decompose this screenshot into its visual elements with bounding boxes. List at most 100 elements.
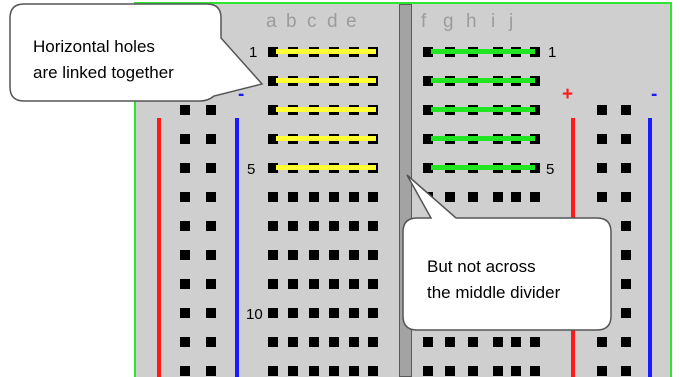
hole-left-r12-c6	[368, 366, 378, 376]
linked-strip-left-row-2	[276, 78, 376, 83]
column-letter-e: e	[346, 11, 357, 32]
hole-right-r2-c6	[530, 76, 540, 86]
hole-left-r7-c3	[309, 221, 319, 231]
hole-right-r6-c4	[493, 192, 503, 202]
callout-top-line1: Horizontal holes	[33, 37, 155, 56]
hole-right-r4-c1	[423, 134, 433, 144]
rail-hole-right-b10	[621, 366, 631, 376]
hole-right-r1-c6	[530, 47, 540, 57]
hole-left-r5-c1	[268, 163, 278, 173]
hole-left-r11-c2	[288, 337, 298, 347]
rail-hole-left-a7	[180, 279, 190, 289]
hole-left-r7-c1	[268, 221, 278, 231]
hole-right-r12-c2	[445, 366, 455, 376]
hole-left-r12-c5	[349, 366, 359, 376]
hole-right-r3-c6	[530, 105, 540, 115]
hole-left-r11-c4	[329, 337, 339, 347]
rail-hole-left-b10	[206, 366, 216, 376]
hole-left-r10-c1	[268, 308, 278, 318]
hole-right-r6-c5	[511, 192, 521, 202]
rail-hole-left-a10	[180, 366, 190, 376]
hole-right-r3-c1	[423, 105, 433, 115]
hole-left-r8-c3	[309, 250, 319, 260]
hole-left-r6-c5	[349, 192, 359, 202]
rail-hole-right-b8	[621, 308, 631, 318]
left-negative-rail-line	[235, 118, 239, 377]
row-number-1-right: 1	[548, 44, 557, 61]
rail-hole-left-b2	[206, 134, 216, 144]
hole-left-r12-c4	[329, 366, 339, 376]
hole-right-r11-c1	[423, 337, 433, 347]
hole-left-r9-c4	[329, 279, 339, 289]
hole-left-r9-c2	[288, 279, 298, 289]
hole-left-r12-c1	[268, 366, 278, 376]
hole-left-r6-c4	[329, 192, 339, 202]
hole-left-r10-c4	[329, 308, 339, 318]
right-negative-rail-sign: -	[651, 84, 658, 105]
hole-left-r9-c6	[368, 279, 378, 289]
hole-left-r10-c5	[349, 308, 359, 318]
hole-left-r9-c5	[349, 279, 359, 289]
hole-left-r9-c3	[309, 279, 319, 289]
rail-hole-left-b6	[206, 250, 216, 260]
hole-left-r7-c5	[349, 221, 359, 231]
rail-hole-right-b4	[621, 192, 631, 202]
rail-hole-left-a6	[180, 250, 190, 260]
hole-left-r3-c1	[268, 105, 278, 115]
hole-left-r12-c2	[288, 366, 298, 376]
row-number-5-left: 5	[247, 161, 256, 178]
rail-hole-left-a1	[180, 105, 190, 115]
linked-strip-right-row-4	[431, 136, 535, 141]
rail-hole-left-a8	[180, 308, 190, 318]
hole-left-r6-c6	[368, 192, 378, 202]
linked-strip-left-row-5	[276, 165, 376, 170]
hole-left-r11-c3	[309, 337, 319, 347]
callout-bottom-bubble	[402, 174, 612, 331]
rail-hole-left-a5	[180, 221, 190, 231]
hole-right-r2-c1	[423, 76, 433, 86]
rail-hole-right-b7	[621, 279, 631, 289]
rail-hole-right-b2	[621, 134, 631, 144]
rail-hole-right-b9	[621, 337, 631, 347]
hole-left-r7-c6	[368, 221, 378, 231]
hole-left-r8-c2	[288, 250, 298, 260]
row-number-1-left: 1	[249, 44, 258, 61]
hole-right-r6-c2	[445, 192, 455, 202]
callout-bottom-line2: the middle divider	[427, 283, 561, 302]
rail-hole-right-a4	[597, 192, 607, 202]
hole-right-r4-c6	[530, 134, 540, 144]
hole-left-r9-c1	[268, 279, 278, 289]
hole-right-r11-c3	[468, 337, 478, 347]
hole-left-r11-c5	[349, 337, 359, 347]
linked-strip-right-row-2	[431, 78, 535, 83]
hole-left-r8-c5	[349, 250, 359, 260]
rail-hole-right-a3	[597, 163, 607, 173]
hole-left-r10-c6	[368, 308, 378, 318]
hole-right-r12-c5	[511, 366, 521, 376]
hole-left-r4-c1	[268, 134, 278, 144]
rail-hole-left-a4	[180, 192, 190, 202]
column-letter-g: g	[443, 11, 454, 32]
hole-right-r11-c6	[530, 337, 540, 347]
linked-strip-right-row-5	[431, 165, 535, 170]
hole-left-r6-c2	[288, 192, 298, 202]
hole-right-r12-c3	[468, 366, 478, 376]
hole-right-r12-c1	[423, 366, 433, 376]
hole-left-r8-c6	[368, 250, 378, 260]
hole-right-r11-c5	[511, 337, 521, 347]
column-letter-c: c	[307, 11, 317, 32]
left-positive-rail-line	[157, 118, 161, 377]
rail-hole-left-a2	[180, 134, 190, 144]
linked-strip-left-row-1	[276, 49, 376, 54]
hole-left-r7-c2	[288, 221, 298, 231]
hole-left-r7-c4	[329, 221, 339, 231]
rail-hole-right-a1	[597, 105, 607, 115]
rail-hole-right-b3	[621, 163, 631, 173]
hole-left-r11-c1	[268, 337, 278, 347]
hole-left-r1-c1	[268, 47, 278, 57]
linked-strip-left-row-4	[276, 136, 376, 141]
callout-bottom-line1: But not across	[427, 257, 536, 276]
callout-top-bubble	[9, 3, 264, 102]
